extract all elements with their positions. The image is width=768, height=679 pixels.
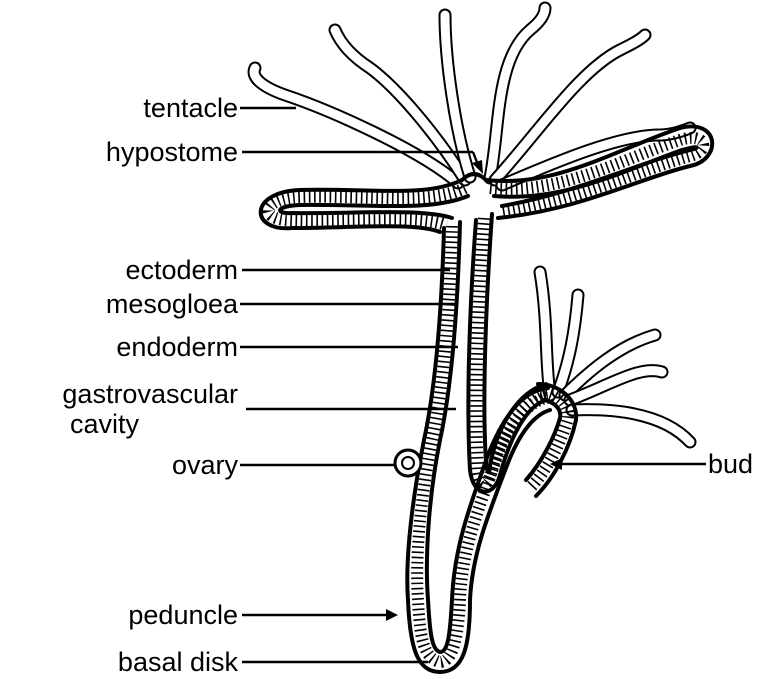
label-hypostome: hypostome	[106, 137, 238, 167]
label-peduncle: peduncle	[128, 600, 238, 630]
label-gastrovascular: gastrovascular	[62, 379, 238, 409]
label-endoderm: endoderm	[116, 332, 238, 362]
ovary-structure	[393, 448, 423, 478]
labels: tentacle hypostome ectoderm mesogloea en…	[62, 93, 753, 677]
bud-tentacles	[533, 265, 697, 449]
main-tentacles	[247, 1, 697, 192]
bud-arrowhead	[550, 458, 562, 470]
label-bud: bud	[708, 449, 753, 479]
peduncle-arrowhead	[386, 609, 398, 621]
label-basal-disk: basal disk	[118, 647, 239, 677]
label-ovary: ovary	[172, 450, 239, 480]
label-ectoderm: ectoderm	[125, 255, 238, 285]
body-wall	[258, 124, 715, 674]
label-cavity: cavity	[70, 409, 140, 439]
pointer-lines	[240, 106, 706, 664]
label-tentacle: tentacle	[143, 93, 238, 123]
label-mesogloea: mesogloea	[106, 289, 239, 319]
hypostome-arrowhead	[472, 160, 483, 174]
